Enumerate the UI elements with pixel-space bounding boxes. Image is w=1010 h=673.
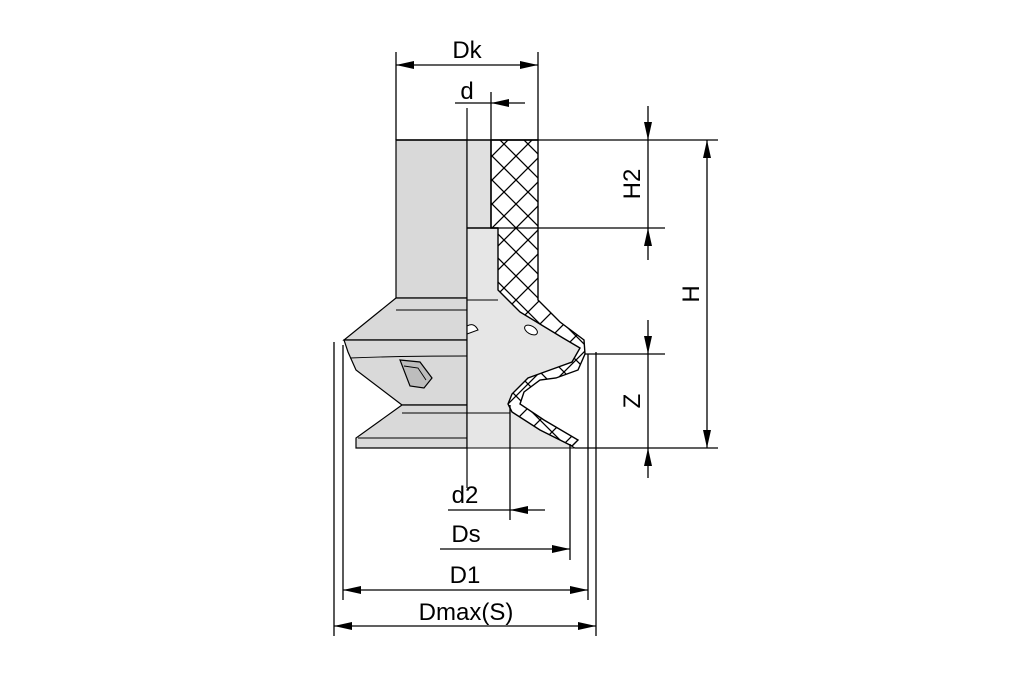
dim-dmax: Dmax(S) <box>333 342 597 636</box>
label-d2: d2 <box>452 482 479 509</box>
dim-ds: Ds <box>440 444 571 560</box>
label-h2: H2 <box>619 169 646 200</box>
label-dmax: Dmax(S) <box>419 599 514 626</box>
dim-z: Z <box>585 320 665 478</box>
label-ds: Ds <box>451 521 480 548</box>
label-d1: D1 <box>450 562 481 589</box>
dim-d1: D1 <box>342 345 589 600</box>
section-view <box>466 139 586 449</box>
dim-d2: d2 <box>448 405 545 520</box>
dim-d: d <box>455 78 525 140</box>
sealing-lip <box>355 404 468 449</box>
hatched-section-wall <box>490 139 586 447</box>
label-d: d <box>460 78 473 105</box>
dim-h2: H2 <box>498 106 665 260</box>
label-dk: Dk <box>452 37 482 64</box>
label-h: H <box>678 285 705 302</box>
vent-hole-icon <box>524 324 538 336</box>
fold-edge-line <box>349 355 468 359</box>
dim-h: H <box>575 139 718 449</box>
dim-dk: Dk <box>395 37 539 140</box>
neck-outline <box>395 139 468 299</box>
exterior-view <box>342 139 468 449</box>
inner-hole-icon <box>466 324 479 335</box>
support-cam-icon <box>399 359 433 389</box>
label-z: Z <box>619 394 646 409</box>
upper-bellows <box>342 297 468 341</box>
